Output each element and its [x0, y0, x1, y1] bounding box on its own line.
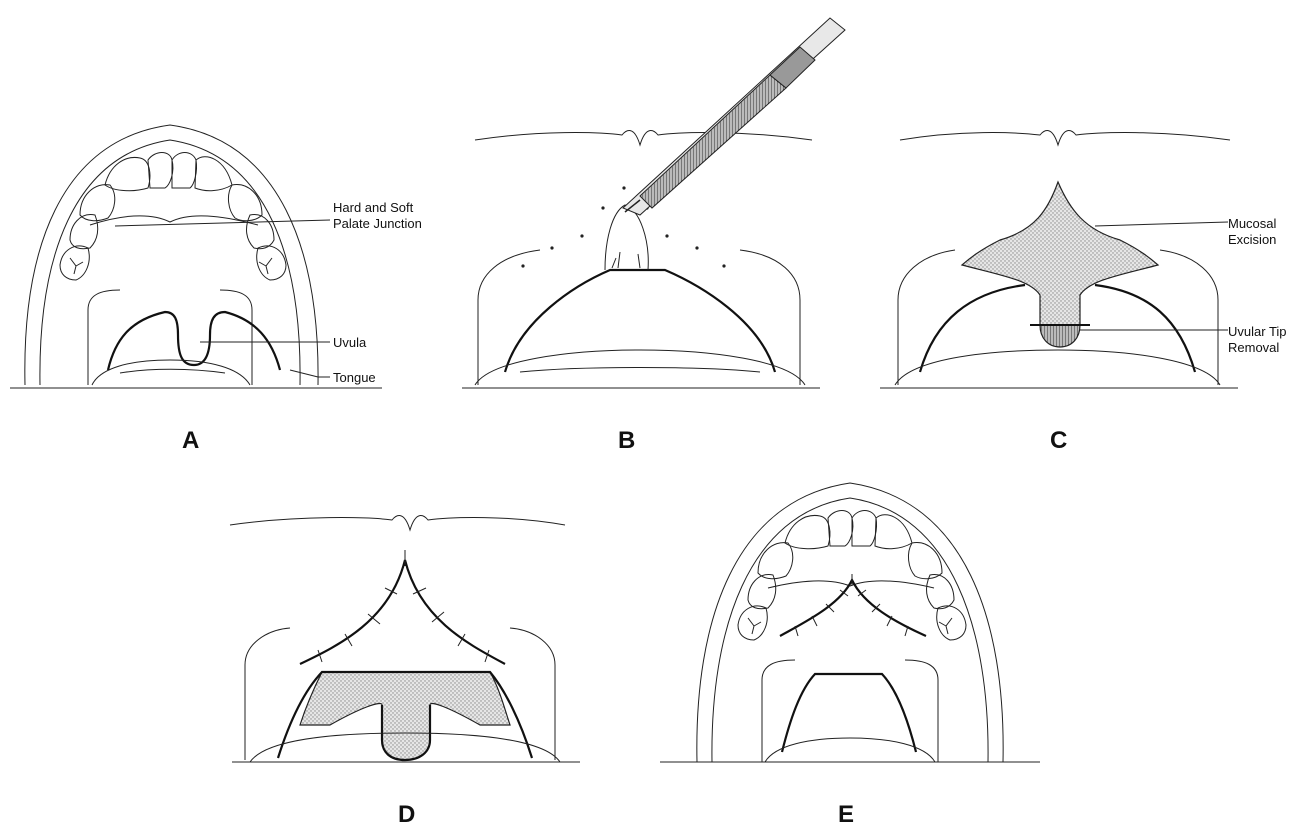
upper-teeth	[60, 153, 286, 281]
panel-c: Mucosal Excision Uvular Tip Removal C	[880, 131, 1287, 454]
panel-letter-d: D	[398, 801, 415, 826]
sutured-incision	[300, 560, 505, 664]
shortened-palate-region	[300, 672, 510, 760]
left-pillar	[88, 290, 120, 385]
label-mucosal-line1: Mucosal	[1228, 216, 1277, 231]
panel-letter-a: A	[182, 427, 199, 454]
upper-lip-outline	[475, 131, 812, 145]
incision-marker-dots	[521, 186, 725, 267]
label-mucosal-line2: Excision	[1228, 232, 1276, 247]
panel-letter-e: E	[838, 801, 854, 826]
right-pillar	[220, 290, 252, 385]
tongue-outline	[92, 360, 250, 385]
retracted-uvula	[605, 205, 648, 270]
label-tip-line1: Uvular Tip	[1228, 324, 1287, 339]
label-uvula: Uvula	[333, 335, 367, 350]
label-tongue: Tongue	[333, 370, 376, 385]
panel-a: Hard and Soft Palate Junction Uvula Tong…	[10, 125, 422, 454]
label-junction-line2: Palate Junction	[333, 216, 422, 231]
label-tip-line2: Removal	[1228, 340, 1279, 355]
panel-b: B	[462, 18, 845, 454]
uvular-tip-removal-region	[1040, 325, 1080, 347]
panel-d: D	[230, 516, 580, 826]
upper-lip-outline-c	[900, 131, 1230, 145]
forceps-icon	[623, 18, 845, 215]
label-junction-line1: Hard and Soft	[333, 200, 414, 215]
suture-marks-e	[795, 574, 908, 636]
outer-lip-outline	[25, 125, 318, 385]
panel-e: E	[660, 483, 1040, 826]
sutured-incision-e	[780, 580, 926, 636]
panel-letter-b: B	[618, 427, 635, 454]
palate-junction-line	[90, 216, 258, 225]
mucosal-excision-region	[962, 182, 1158, 325]
shortened-palate-e	[782, 674, 916, 752]
panel-letter-c: C	[1050, 427, 1067, 454]
inner-lip-outline	[40, 140, 300, 385]
